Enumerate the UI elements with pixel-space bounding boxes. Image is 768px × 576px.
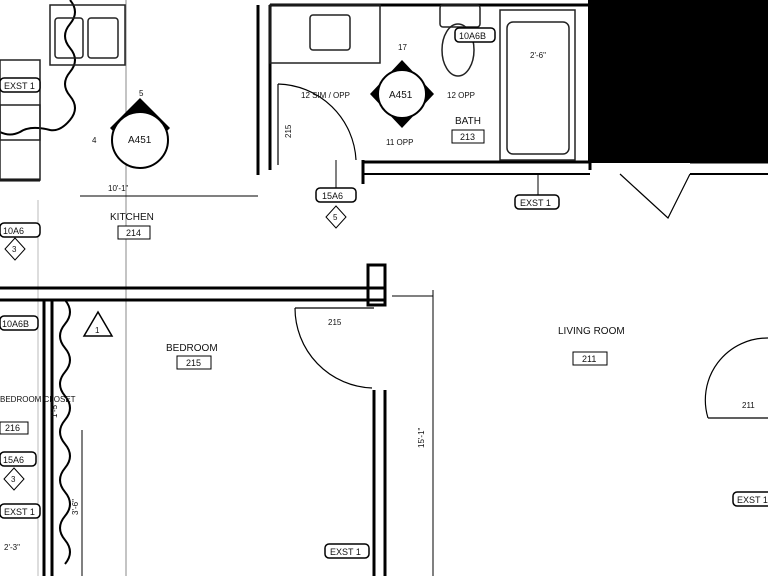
elevation-top-number: 17 (398, 43, 407, 52)
room-label-bedroom: BEDROOM 215 (166, 343, 218, 370)
room-name: BATH (455, 116, 481, 127)
room-label-living: LIVING ROOM 211 (558, 326, 625, 366)
tag-text: 10A6B (459, 31, 486, 41)
kitchen-counter (0, 4, 381, 181)
unassigned-area-fill (588, 0, 768, 163)
elevation-left-number: 12 SIM / OPP (301, 91, 350, 100)
tag-text: EXST 1 (737, 495, 768, 505)
exst-tag-left-mid: EXST 1 (0, 503, 41, 519)
hex-number: 3 (12, 245, 17, 254)
revision-delta: 1 (82, 310, 114, 337)
door-tag-bath: 10A6B (454, 27, 496, 43)
room-label-kitchen: KITCHEN 214 (110, 212, 154, 240)
dimension-lines (80, 195, 434, 576)
dimension-tub-width: 2'-6" (530, 51, 546, 60)
room-name: KITCHEN (110, 212, 154, 223)
room-number: 214 (126, 228, 141, 238)
exst-tag-top-left: EXST 1 (0, 77, 41, 93)
room-name: BEDROOM (166, 343, 218, 354)
break-lines (0, 0, 76, 565)
hex-number: 5 (333, 213, 338, 222)
elevation-right-number: 12 OPP (447, 91, 475, 100)
dimension-door-211: 211 (742, 401, 755, 410)
room-label-bedroom-closet: BEDROOM CLOSET 216 (0, 395, 76, 435)
elevation-marker-kitchen: A451 5 4 (92, 89, 170, 169)
room-number: 211 (582, 354, 596, 364)
exst-tag-right: EXST 1 (732, 491, 768, 507)
door-tag-left: 10A6 3 (0, 222, 41, 261)
dimension-closet-a: 1'-5" (50, 402, 59, 418)
dimension-closet-b: 3'-6" (71, 499, 80, 515)
tag-text: 10A6B (2, 319, 29, 329)
tag-text: EXST 1 (330, 547, 361, 557)
dimension-bottom-left: 2'-3" (4, 543, 20, 552)
tag-text: 10A6 (3, 226, 24, 236)
door-tag-left2: 15A6 3 (0, 451, 37, 491)
elevation-sheet: A451 (128, 135, 152, 146)
room-name: LIVING ROOM (558, 326, 625, 337)
room-number: 213 (460, 132, 475, 142)
door-tag-closet: 10A6B (0, 315, 39, 331)
room-number: 215 (186, 358, 201, 368)
exst-tag-bottom: EXST 1 (324, 543, 370, 559)
hex-number: 3 (11, 475, 16, 484)
exst-tag-bath: EXST 1 (514, 174, 560, 210)
tag-text: EXST 1 (4, 81, 35, 91)
dimension-kitchen-width: 10'-1" (108, 184, 129, 193)
dimension-bedroom-height: 15'-1" (417, 427, 426, 448)
room-label-bath: BATH 213 (451, 116, 485, 144)
tag-text: 15A6 (322, 191, 343, 201)
tag-text: 15A6 (3, 455, 24, 465)
elevation-marker-bath: A451 17 12 SIM / OPP 12 OPP 11 OPP (301, 43, 475, 147)
elevation-sheet: A451 (389, 90, 413, 101)
door-swings (277, 83, 768, 419)
elevation-top-number: 5 (139, 89, 144, 98)
dimension-door-215-upper: 215 (284, 124, 293, 138)
revision-number: 1 (95, 326, 100, 335)
room-name: BEDROOM CLOSET (0, 395, 76, 404)
elevation-left-number: 4 (92, 136, 97, 145)
bath-fixtures (439, 4, 576, 161)
dimension-door-215: 215 (328, 318, 342, 327)
tag-text: EXST 1 (520, 198, 551, 208)
door-tag-kitchen: 15A6 5 (315, 160, 357, 229)
tag-text: EXST 1 (4, 507, 35, 517)
elevation-bottom-number: 11 OPP (386, 138, 413, 147)
room-number: 216 (5, 423, 20, 433)
